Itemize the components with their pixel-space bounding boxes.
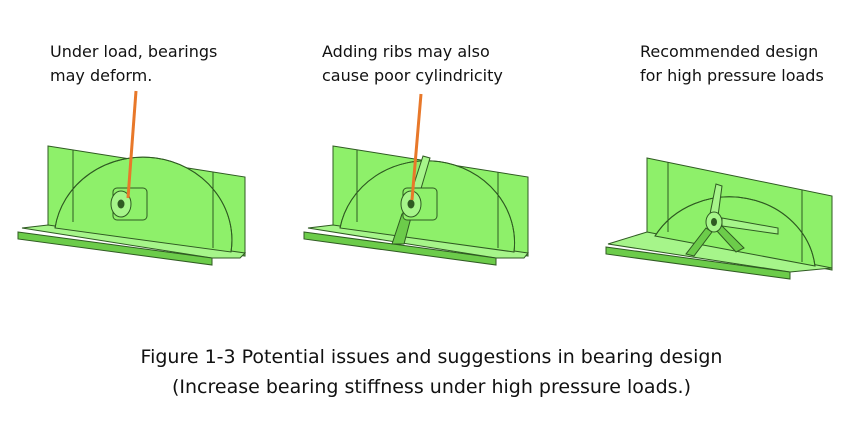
part-2-base-top (307, 224, 529, 259)
part-3-plate-edge (654, 196, 816, 267)
part-1-base-top (21, 224, 247, 259)
label-bearing-deform: Under load, bearings may deform. (50, 40, 217, 88)
part-3-base-top (607, 231, 833, 273)
part-1-leader-line (126, 90, 138, 199)
label-recommended-design: Recommended design for high pressure loa… (640, 40, 824, 88)
figure-caption: Figure 1-3 Potential issues and suggesti… (0, 342, 863, 402)
part-3-boss-hole (711, 218, 717, 226)
caption-line-1: Figure 1-3 Potential issues and suggesti… (140, 346, 723, 368)
part-1-plate-edge (54, 156, 233, 253)
part-1-boss-hole (117, 199, 125, 209)
label-line: Under load, bearings (50, 42, 218, 61)
part-2-leader-line (410, 93, 423, 201)
part-3-base-front (605, 246, 791, 280)
part-2-base-front (303, 231, 497, 266)
label-line: Recommended design (640, 42, 819, 61)
label-line: may deform. (50, 66, 153, 85)
label-line: cause poor cylindricity (322, 66, 503, 85)
part-1-bearing (17, 90, 247, 266)
part-1-base-front (17, 231, 213, 266)
label-ribs-cylindricity: Adding ribs may also cause poor cylindri… (322, 40, 503, 88)
label-line: for high pressure loads (640, 66, 824, 85)
part-2-boss-hole (407, 199, 415, 209)
label-line: Adding ribs may also (322, 42, 490, 61)
part-2-bearing (303, 93, 529, 266)
caption-line-2: (Increase bearing stiffness under high p… (172, 376, 691, 398)
part-2-plate-edge (339, 160, 516, 253)
part-3-bearing (605, 157, 833, 280)
